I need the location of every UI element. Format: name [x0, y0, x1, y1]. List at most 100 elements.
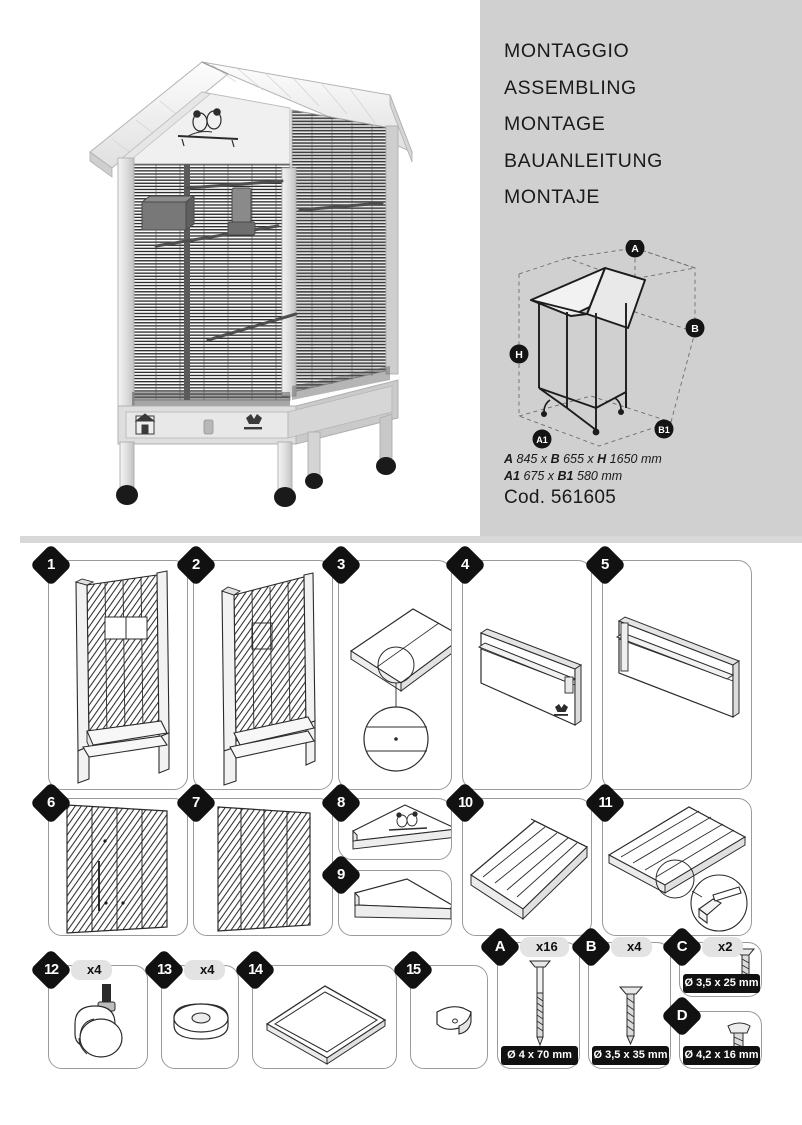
part-art-side-frame-panel-with-opening [49, 561, 187, 789]
hardware-letter-c: C [676, 938, 688, 955]
hardware-panel-a[interactable]: A x16 Ø 4 x 70 mm [478, 925, 580, 1069]
part-panel-12[interactable]: 12 x4 [29, 948, 148, 1069]
part-number-13: 13 [157, 962, 172, 978]
dimension-diagram: A B H A1 B1 [495, 238, 795, 455]
title-es: MONTAJE [504, 186, 600, 208]
spec-a-label: A [504, 452, 514, 466]
brand-logo [244, 414, 262, 430]
hardware-size-a: Ø 4 x 70 mm [501, 1046, 578, 1065]
title-en: ASSEMBLING [504, 76, 637, 99]
spec-a1-value: 675 x [523, 469, 558, 483]
part-panel-7[interactable]: 7 [174, 781, 333, 936]
part-art-roof-slat-panel [463, 799, 591, 935]
part-art-long-rail-with-logo [463, 561, 591, 789]
title-it: MONTAGGIO [504, 40, 630, 62]
dim-label-a1: A1 [532, 429, 552, 449]
part-panel-13[interactable]: 13 x4 [142, 948, 239, 1069]
hardware-qty-c: x2 [702, 937, 744, 957]
svg-text:B: B [691, 323, 699, 335]
hardware-letter-d: D [676, 1007, 688, 1024]
part-art-washer-spacer [162, 966, 238, 1068]
title-de: BAUANLEITUNG [504, 149, 663, 172]
hardware-size-c: Ø 3,5 x 25 mm [683, 974, 760, 993]
part-number-6: 6 [47, 794, 55, 811]
dim-label-a: A [625, 238, 645, 258]
hardware-qty-a: x16 [520, 937, 569, 957]
water-dispenser [227, 187, 256, 236]
part-number-2: 2 [192, 556, 200, 573]
hardware-letter-b: B [585, 938, 597, 955]
part-number-15: 15 [406, 962, 421, 978]
dim-label-h: H [509, 344, 529, 364]
svg-text:B1: B1 [658, 425, 670, 435]
part-panel-3[interactable]: 3 [319, 543, 452, 790]
part-panel-2[interactable]: 2 [174, 543, 333, 790]
header-gray-panel [480, 0, 802, 536]
part-qty-13: x4 [184, 960, 226, 980]
spec-b-label: B [550, 452, 560, 466]
caster-wheels [116, 457, 396, 507]
hardware-art-medium-wood-screw [589, 943, 670, 1068]
part-number-4: 4 [461, 556, 469, 573]
bird-pair-emblem [177, 108, 239, 148]
part-panel-11[interactable]: 11 [583, 781, 752, 936]
part-art-long-rail [603, 561, 751, 789]
part-number-7: 7 [192, 794, 200, 811]
part-number-9: 9 [337, 866, 345, 883]
part-panel-4[interactable]: 4 [443, 543, 592, 790]
part-art-front-gable-with-emblem [339, 799, 451, 859]
section-divider [20, 536, 802, 543]
dim-label-b1: B1 [654, 419, 674, 439]
part-number-10: 10 [458, 795, 473, 811]
hardware-size-b: Ø 3,5 x 35 mm [592, 1046, 669, 1065]
part-art-side-frame-panel [194, 561, 332, 789]
part-art-caster-wheel [49, 966, 147, 1068]
part-qty-12: x4 [71, 960, 113, 980]
part-art-bottom-tray [253, 966, 396, 1068]
title-list: MONTAGGIO ASSEMBLING MONTAGE BAUANLEITUN… [504, 40, 802, 223]
part-number-11: 11 [598, 795, 613, 811]
house-logo [134, 413, 156, 435]
part-number-5: 5 [601, 556, 609, 573]
part-art-mesh-panel-with-door [49, 799, 187, 935]
hardware-qty-b: x4 [611, 937, 653, 957]
spec-outer-dimensions: A 845 x B 655 x H 1650 mm [504, 452, 802, 466]
part-art-roof-slat-panel-with-detail [603, 799, 751, 935]
part-number-3: 3 [337, 556, 345, 573]
hardware-panel-c[interactable]: C x2 Ø 3,5 x 25 mm [660, 925, 762, 997]
hardware-panel-b[interactable]: B x4 Ø 3,5 x 35 mm [569, 925, 671, 1069]
header-section: MONTAGGIO ASSEMBLING MONTAGE BAUANLEITUN… [0, 0, 802, 536]
spec-h-label: H [597, 452, 607, 466]
part-number-1: 1 [47, 556, 55, 573]
part-panel-1[interactable]: 1 [29, 543, 188, 790]
part-panel-14[interactable]: 14 [233, 948, 397, 1069]
product-photo [60, 40, 460, 510]
svg-text:A: A [631, 243, 639, 255]
feeder-box [140, 195, 196, 231]
part-panel-6[interactable]: 6 [29, 781, 188, 936]
part-panel-8[interactable]: 8 [319, 781, 452, 860]
svg-text:H: H [515, 349, 523, 361]
product-code: Cod. 561605 [504, 487, 617, 508]
spec-b1-label: B1 [557, 469, 574, 483]
svg-text:A1: A1 [536, 435, 548, 445]
part-number-12: 12 [44, 962, 59, 978]
part-panel-10[interactable]: 10 [443, 781, 592, 936]
part-number-8: 8 [337, 794, 345, 811]
hardware-panel-d[interactable]: D Ø 4,2 x 16 mm [660, 994, 762, 1069]
spec-base-dimensions: A1 675 x B1 580 mm [504, 469, 802, 483]
part-art-flat-board-with-detail-circle [339, 561, 451, 789]
hardware-letter-a: A [494, 938, 506, 955]
spec-b1-value: 580 mm [577, 469, 623, 483]
spec-h-value: 1650 mm [609, 452, 662, 466]
parts-section: 1 2 [0, 543, 802, 1125]
spec-a1-label: A1 [504, 469, 520, 483]
part-panel-9[interactable]: 9 [319, 853, 452, 936]
part-art-rear-gable [339, 871, 451, 935]
part-art-mesh-panel [194, 799, 332, 935]
part-panel-5[interactable]: 5 [583, 543, 752, 790]
part-panel-15[interactable]: 15 [391, 948, 488, 1069]
dim-label-b: B [685, 318, 705, 338]
specifications: A 845 x B 655 x H 1650 mm A1 675 x B1 58… [504, 452, 802, 509]
spec-b-value: 655 x [563, 452, 598, 466]
